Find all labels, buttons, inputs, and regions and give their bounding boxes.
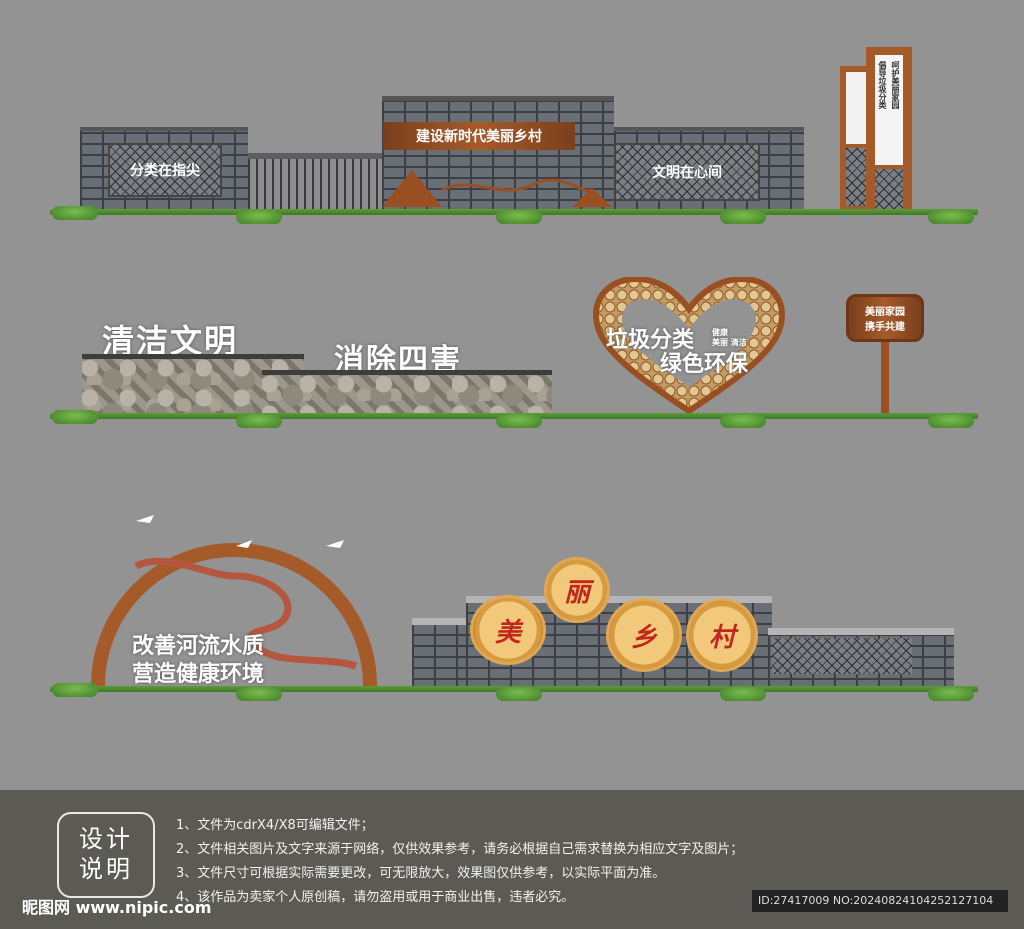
brick-wall-lattice: [772, 638, 912, 674]
signpost-board: 美丽家园 携手共建: [846, 294, 924, 342]
roundel: 村: [686, 598, 758, 672]
signpost-line-1: 美丽家园: [865, 307, 905, 318]
bush: [52, 410, 98, 424]
arc-sculpture: [86, 496, 378, 688]
left-panel-text: 分类在指尖: [130, 163, 200, 179]
signpost-line-2: 携手共建: [865, 322, 905, 333]
bush: [928, 210, 974, 224]
roundel: 美: [470, 595, 546, 665]
arc-line-2: 营造健康环境: [132, 662, 265, 687]
arc-line-1: 改善河流水质: [132, 634, 265, 659]
pillar-tall: 倡导垃圾分类 呵护美丽家园: [866, 47, 912, 213]
pillar-left-text: 倡导垃圾分类: [878, 61, 887, 109]
bush: [720, 414, 766, 428]
heart-small-1: 健康: [712, 328, 728, 337]
mountain-ornament: [382, 170, 612, 207]
design-canvas: 分类在指尖 建设新时代美丽乡村 文明在心间 倡导垃圾分类 呵护美丽家园 清洁文明…: [50, 47, 978, 701]
bush: [236, 210, 282, 224]
badge-line-1: 设计: [79, 825, 133, 853]
bush: [928, 687, 974, 701]
watermark: 昵图网 www.nipic.com: [22, 898, 212, 917]
heart-main-2: 绿色环保: [660, 352, 749, 377]
badge-line-2: 说明: [79, 855, 133, 883]
right-panel-text: 文明在心间: [652, 165, 722, 181]
heart-small-2: 美丽 清洁: [712, 338, 747, 347]
stone-wall-right: [262, 370, 552, 417]
bush: [236, 687, 282, 701]
center-banner-text: 建设新时代美丽乡村: [416, 129, 542, 145]
bush: [496, 414, 542, 428]
brick-wall-left: [412, 618, 468, 691]
pillar-right-text: 呵护美丽家园: [891, 61, 900, 109]
bush: [52, 683, 98, 697]
bush: [720, 687, 766, 701]
bush: [496, 687, 542, 701]
note-line: 3、文件尺寸可根据实际需要更改，可无限放大，效果图仅供参考，以实际平面为准。: [176, 866, 666, 881]
note-line: 4、该作品为卖家个人原创稿，请勿盗用或用于商业出售，违者必究。: [176, 890, 575, 905]
roundel: 丽: [544, 557, 610, 623]
roundel: 乡: [606, 598, 682, 672]
center-banner: 建设新时代美丽乡村: [383, 122, 575, 150]
left-panel: 分类在指尖: [108, 143, 222, 197]
bush: [928, 414, 974, 428]
pillar-short-lattice: [846, 148, 868, 206]
note-line: 2、文件相关图片及文字来源于网络，仅供效果参考，请务必根据自己需求替换为相应文字…: [176, 842, 744, 857]
signpost-pole: [881, 342, 889, 414]
design-notes-footer: 设计 说明 1、文件为cdrX4/X8可编辑文件； 2、文件相关图片及文字来源于…: [0, 790, 1024, 929]
bush: [496, 210, 542, 224]
heart-frame: [592, 275, 786, 415]
wall-text-1: 清洁文明: [102, 322, 239, 360]
pillar-short-white-panel: [846, 72, 868, 144]
bush: [720, 210, 766, 224]
pillar-tall-lattice: [875, 169, 903, 209]
heart-main-1: 垃圾分类: [606, 328, 695, 353]
bush: [236, 414, 282, 428]
design-notes-badge: 设计 说明: [57, 812, 155, 898]
right-panel: 文明在心间: [614, 143, 760, 201]
image-id-bar: ID:27417009 NO:20240824104252127104: [752, 890, 1008, 912]
fence-section: [248, 153, 382, 211]
pillar-tall-white-panel: 倡导垃圾分类 呵护美丽家园: [875, 55, 903, 165]
note-line: 1、文件为cdrX4/X8可编辑文件；: [176, 818, 374, 833]
bush: [52, 206, 98, 220]
